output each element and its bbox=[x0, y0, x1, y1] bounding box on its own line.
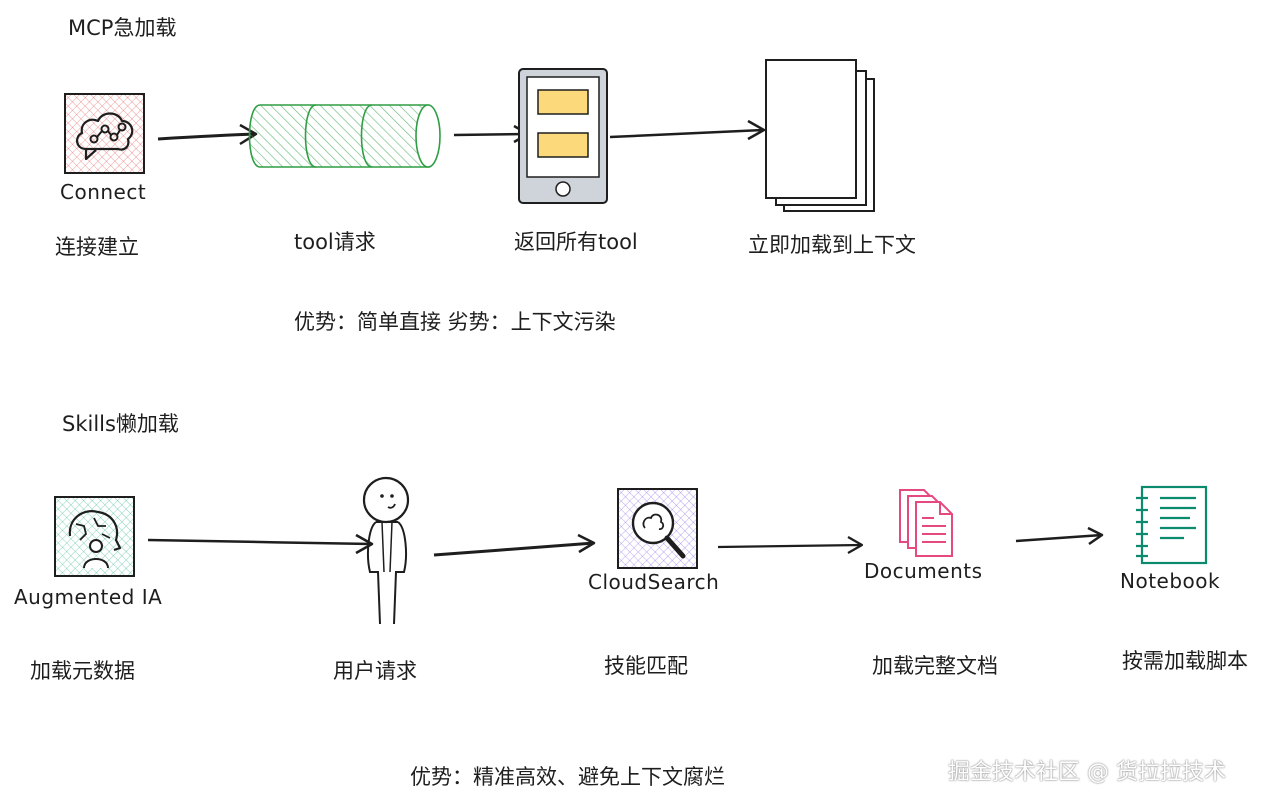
step-load-scripts-on-demand: 按需加载脚本 bbox=[1122, 649, 1248, 673]
arrow-documents-to-notebook bbox=[1015, 526, 1104, 546]
augmented-ia-label: Augmented IA bbox=[14, 585, 163, 609]
tool-request-tube-icon bbox=[248, 104, 441, 168]
arrow-user-to-cloudsearch bbox=[433, 533, 596, 557]
arrow-augmented-to-user bbox=[147, 533, 374, 555]
skills-advantage-note: 优势：精准高效、避免上下文腐烂 bbox=[410, 765, 725, 789]
phone-icon bbox=[518, 68, 608, 204]
step-tool-request: tool请求 bbox=[294, 230, 376, 254]
documents-label: Documents bbox=[864, 559, 983, 583]
document-stack-icon bbox=[765, 59, 875, 212]
step-load-full-docs: 加载完整文档 bbox=[872, 654, 998, 678]
documents-icon bbox=[899, 489, 953, 557]
cloudsearch-label: CloudSearch bbox=[588, 570, 720, 594]
mcp-section-title: MCP急加载 bbox=[68, 16, 177, 40]
arrow-connect-to-tool bbox=[157, 123, 258, 146]
step-load-to-context: 立即加载到上下文 bbox=[748, 233, 916, 257]
notebook-label: Notebook bbox=[1120, 569, 1221, 593]
mcp-pros-cons-note: 优势：简单直接 劣势：上下文污染 bbox=[294, 310, 616, 334]
step-return-all-tools: 返回所有tool bbox=[514, 230, 638, 254]
watermark: 掘金技术社区 @ 货拉拉技术 bbox=[948, 760, 1226, 785]
step-skill-match: 技能匹配 bbox=[604, 654, 688, 678]
augmented-ia-icon bbox=[54, 496, 135, 577]
step-load-metadata: 加载元数据 bbox=[30, 659, 135, 683]
step-user-request: 用户请求 bbox=[333, 659, 417, 683]
connect-icon-label: Connect bbox=[60, 180, 147, 204]
cloudsearch-icon bbox=[617, 488, 698, 569]
step-connection-established: 连接建立 bbox=[55, 235, 139, 259]
connect-icon bbox=[64, 93, 145, 174]
arrow-phone-to-docs bbox=[609, 119, 766, 141]
arrow-cloudsearch-to-documents bbox=[717, 536, 864, 554]
user-figure-icon bbox=[362, 476, 410, 625]
skills-section-title: Skills懒加载 bbox=[62, 412, 179, 436]
notebook-icon bbox=[1136, 485, 1208, 565]
